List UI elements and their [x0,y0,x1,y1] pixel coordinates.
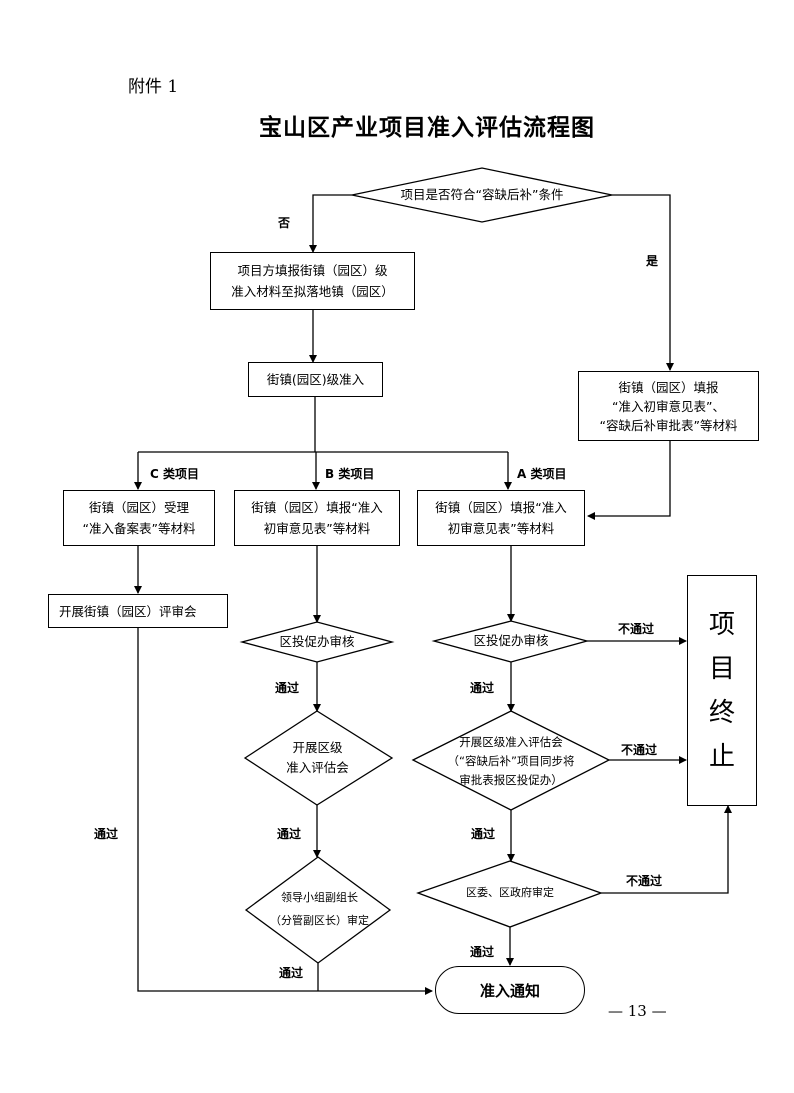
b-fill-line-2: 初审意见表”等材料 [263,521,371,536]
a-office-review-text: 区投促办审核 [473,633,549,648]
b-leader-review-text: 领导小组副组长 （分管副区长）审定 [262,886,377,932]
b-fill-line-1: 街镇（园区）填报“准入 [251,500,383,515]
yes-fill-line-3: “容缺后补审批表”等材料 [599,417,738,433]
b-class-label: B 类项目 [325,467,375,481]
c-accept-line-1: 街镇（园区）受理 [88,500,189,515]
c-review-meeting-box: 开展街镇（园区）评审会 [48,594,228,628]
b-office-review-shape [239,621,395,663]
b-fill-box: 街镇（园区）填报“准入 初审意见表”等材料 [234,490,400,546]
b-leader-review-shape [244,856,392,964]
a-eval-line-2: （“容缺后补”项目同步将 [447,753,575,768]
b-office-review-text: 区投促办审核 [279,634,355,649]
no-label: 否 [278,216,291,230]
b-eval-pass-label: 通过 [277,827,302,841]
submit-materials-line-2: 准入材料至拟落地镇（园区） [231,284,394,299]
yes-fill-box: 街镇（园区）填报 “准入初审意见表”、 “容缺后补审批表”等材料 [578,371,759,441]
a-gov-fail-label: 不通过 [626,874,663,888]
page-title: 宝山区产业项目准入评估流程图 [259,114,595,141]
c-accept-box: 街镇（园区）受理 “准入备案表”等材料 [63,490,215,546]
project-terminated-box: 项 目 终 止 [687,575,757,806]
a-eval-meeting-text: 开展区级准入评估会 （“容缺后补”项目同步将 审批表报区投促办） [436,732,586,790]
attachment-label: 附件 1 [128,77,179,97]
page-number: — 13 — [608,1002,667,1020]
a-office-fail-label: 不通过 [618,622,655,636]
b-eval-meeting-text: 开展区级 准入评估会 [270,737,365,779]
no-branch-line [309,194,352,253]
yes-fill-line-2: “准入初审意见表”、 [612,398,725,414]
a-eval-pass-label: 通过 [471,827,496,841]
terminate-char-1: 项 [708,609,735,640]
terminate-char-3: 终 [708,697,735,728]
terminate-char-2: 目 [708,653,735,684]
c-class-label: C 类项目 [150,467,199,481]
start-decision-text: 项目是否符合“容缺后补”条件 [400,187,564,202]
yes-label: 是 [646,254,659,268]
a-gov-review-text: 区委、区政府审定 [466,886,554,899]
yes-branch-line [612,194,674,371]
a-office-pass-label: 通过 [470,681,495,695]
b-leader-line-1: 领导小组副组长 [281,891,358,904]
submit-materials-box: 项目方填报街镇（园区）级 准入材料至拟落地镇（园区） [210,252,415,310]
town-admission-box: 街镇(园区)级准入 [248,362,383,397]
c-accept-line-2: “准入备案表”等材料 [82,521,196,536]
yes-fill-line-1: 街镇（园区）填报 [618,379,719,395]
a-eval-line-1: 开展区级准入评估会 [459,734,563,749]
b-eval-line-2: 准入评估会 [286,760,349,775]
a-fill-line-2: 初审意见表”等材料 [447,521,555,536]
b-leader-pass-label: 通过 [279,966,304,980]
a-gov-pass-label: 通过 [470,945,495,959]
a-eval-fail-label: 不通过 [621,743,658,757]
admission-notice-terminal: 准入通知 [435,966,585,1014]
b-office-pass-label: 通过 [275,681,300,695]
terminate-char-4: 止 [708,741,735,772]
c-pass-label: 通过 [94,827,119,841]
a-class-label: A 类项目 [517,467,567,481]
a-fill-line-1: 街镇（园区）填报“准入 [435,500,567,515]
b-eval-line-1: 开展区级 [292,740,343,755]
a-eval-line-3: 审批表报区投促办） [459,772,563,787]
a-fill-box: 街镇（园区）填报“准入 初审意见表”等材料 [417,490,585,546]
b-eval-meeting-shape [243,710,394,806]
b-leader-line-2: （分管副区长）审定 [270,914,369,927]
submit-materials-line-1: 项目方填报街镇（园区）级 [237,263,388,278]
